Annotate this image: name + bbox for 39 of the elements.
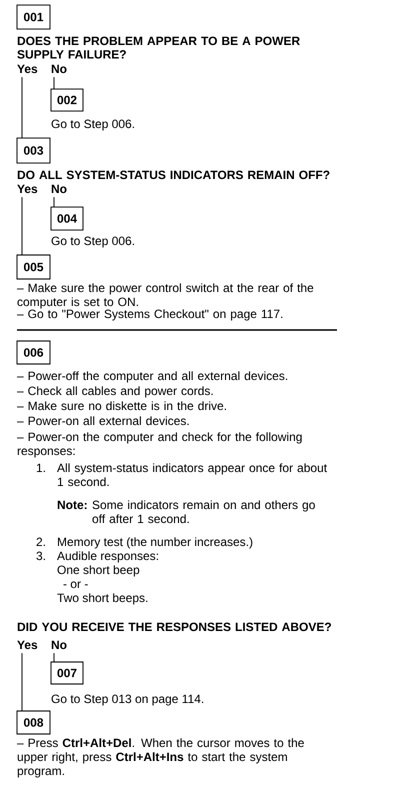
branch-label: Yes — [17, 64, 38, 74]
question-text: DOES THE PROBLEM APPEAR TO BE A POWER SUPPLY FAILURE? — [17, 36, 300, 59]
separator-text: - or - — [64, 582, 88, 588]
list-item: Audible responses: — [57, 551, 158, 562]
list-item: – Make sure the power control switch at the rear of the computer is set to ON. — [17, 283, 314, 308]
step-box: 001 — [16, 4, 50, 30]
branch-label: No — [52, 184, 67, 194]
list-item: All system-status indicators appear once for about 1 second. — [57, 463, 327, 486]
step-box: 008 — [16, 710, 50, 734]
list-number: 3. — [36, 552, 45, 560]
step-box: 005 — [16, 254, 50, 280]
step-box: 003 — [16, 138, 50, 164]
step-box: 002 — [50, 88, 84, 112]
branch-label: No — [52, 64, 67, 74]
instruction-text: Go to Step 013 on page 114. — [52, 694, 204, 706]
question-text: DID YOU RECEIVE THE RESPONSES LISTED ABOVE? — [18, 622, 331, 632]
list-item: – Press Ctrl+Alt+Del. When the cursor moves to the upper right, press Ctrl+Alt+Ins to start the system program. — [17, 738, 304, 778]
question-text: DO ALL SYSTEM-STATUS INDICATORS REMAIN OFF? — [18, 170, 330, 180]
response-text: Two short beeps. — [57, 593, 148, 604]
list-item: – Power-on all external devices. — [17, 416, 189, 426]
list-number: 2. — [36, 538, 45, 546]
list-item: – Power-off the computer and all external devices. — [17, 371, 288, 382]
list-item: – Check all cables and power cords. — [17, 386, 213, 398]
response-text: One short beep — [58, 565, 140, 576]
branch-label: Yes — [17, 184, 38, 194]
list-item: Memory test (the number increases.) — [58, 537, 252, 548]
list-number: 1. — [36, 464, 45, 472]
instruction-text: Go to Step 006. — [52, 120, 134, 130]
note-label: Note: — [58, 500, 86, 510]
step-box: 007 — [50, 662, 84, 684]
branch-label: Yes — [17, 640, 38, 650]
list-item: – Make sure no diskette is in the drive. — [17, 401, 226, 410]
note-text: Some indicators remain on and others go off after 1 second. — [92, 500, 315, 524]
instruction-text: Go to Step 006. — [52, 236, 134, 248]
list-item: – Go to "Power Systems Checkout" on page 117. — [17, 309, 282, 320]
step-box: 004 — [50, 206, 84, 230]
list-item: – Power-on the computer and check for the following responses: — [17, 432, 302, 458]
branch-label: No — [52, 640, 67, 650]
step-box: 006 — [16, 340, 50, 364]
